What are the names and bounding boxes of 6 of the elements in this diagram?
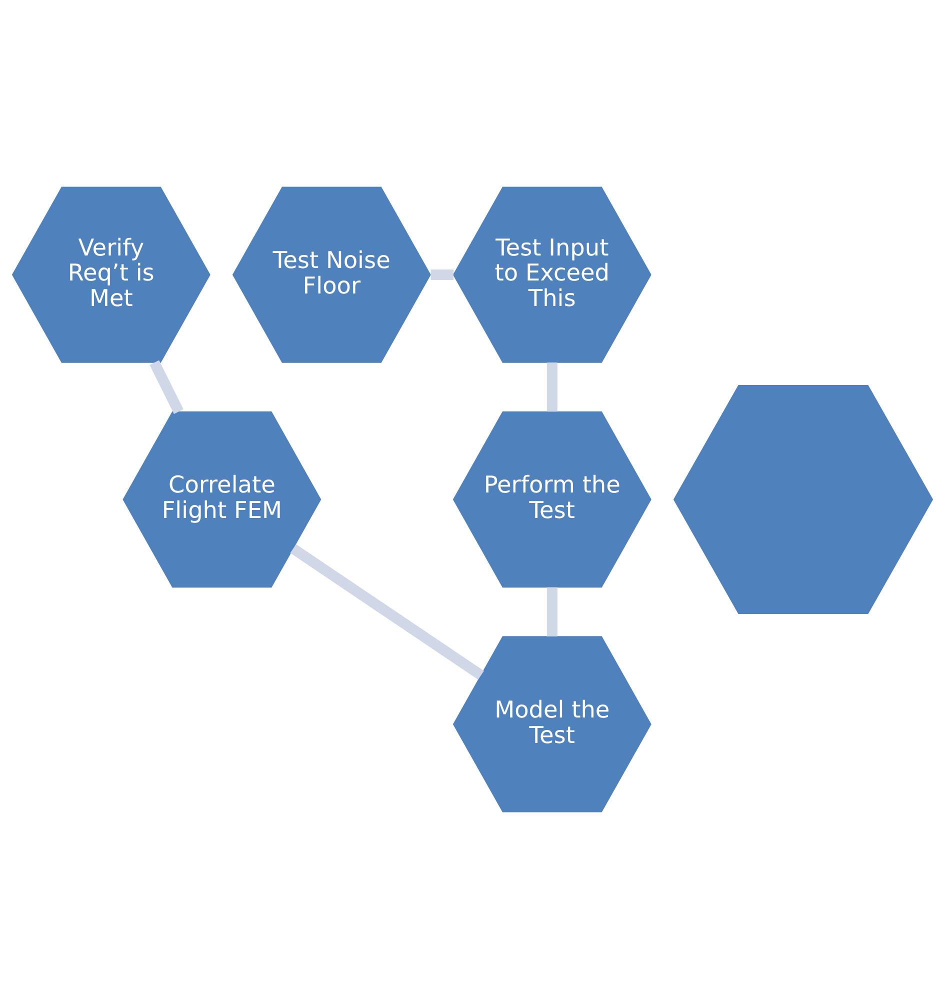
connector [150, 360, 184, 414]
connector [290, 544, 484, 680]
connector [546, 362, 558, 412]
node-hexagon [673, 385, 934, 614]
connector [430, 270, 454, 280]
connector [546, 587, 558, 636]
